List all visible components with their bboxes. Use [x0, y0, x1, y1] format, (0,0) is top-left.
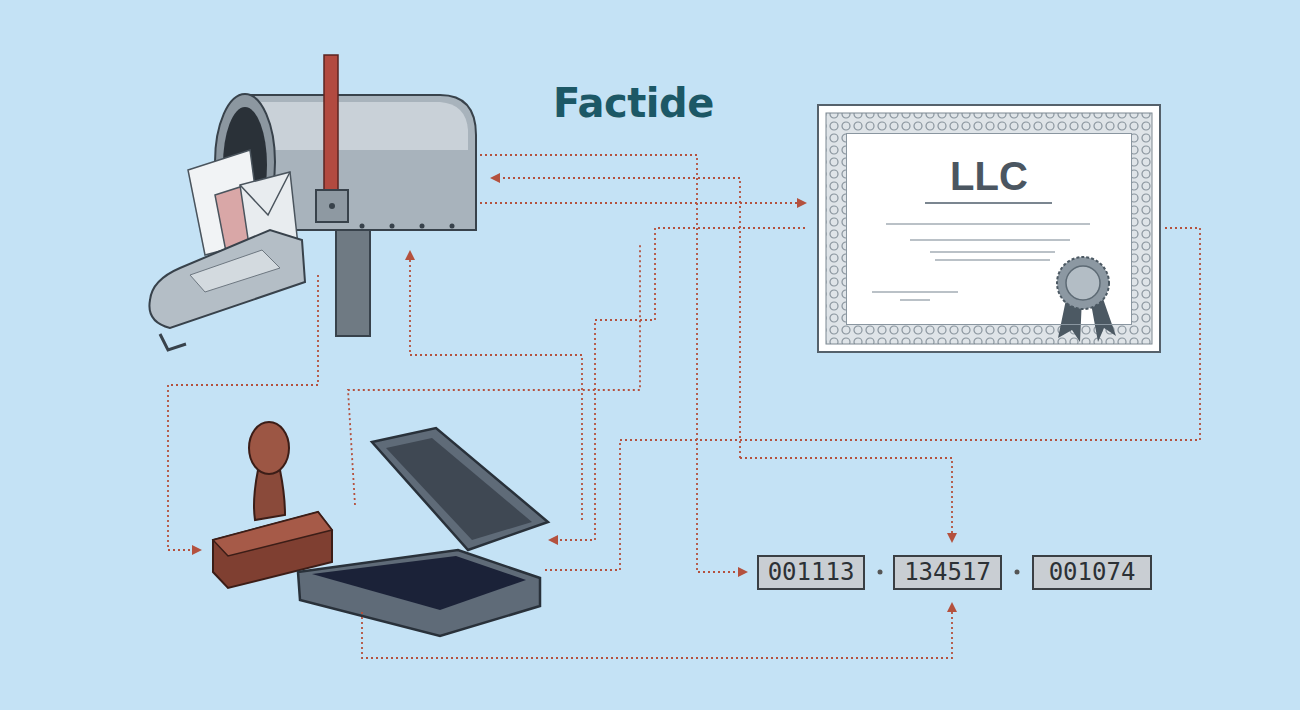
dotted-arrow	[348, 245, 640, 505]
dotted-arrow	[480, 155, 746, 572]
number-box: 134517	[893, 555, 1002, 590]
certificate-panel: LLC	[846, 133, 1132, 325]
dotted-arrow	[740, 458, 952, 541]
separator-dot	[878, 570, 883, 575]
separator-dot	[1015, 570, 1020, 575]
dotted-arrow	[492, 178, 740, 458]
serial-number: 134517	[904, 559, 991, 585]
serial-number: 001113	[768, 559, 855, 585]
dotted-arrow	[550, 228, 805, 540]
dotted-arrow	[362, 604, 952, 658]
serial-number: 001074	[1049, 559, 1136, 585]
dotted-arrow	[480, 202, 805, 204]
dotted-arrow	[168, 275, 318, 550]
number-box: 001113	[757, 555, 865, 590]
ink-pad	[298, 428, 548, 636]
certificate-heading: LLC	[950, 154, 1028, 198]
rubber-stamp	[213, 422, 332, 588]
dotted-arrow	[410, 252, 582, 520]
mailbox	[149, 55, 476, 350]
certificate	[818, 105, 1160, 352]
number-box: 001074	[1032, 555, 1152, 590]
dotted-arrow	[545, 228, 1200, 570]
logo-title: Factide	[553, 80, 714, 126]
